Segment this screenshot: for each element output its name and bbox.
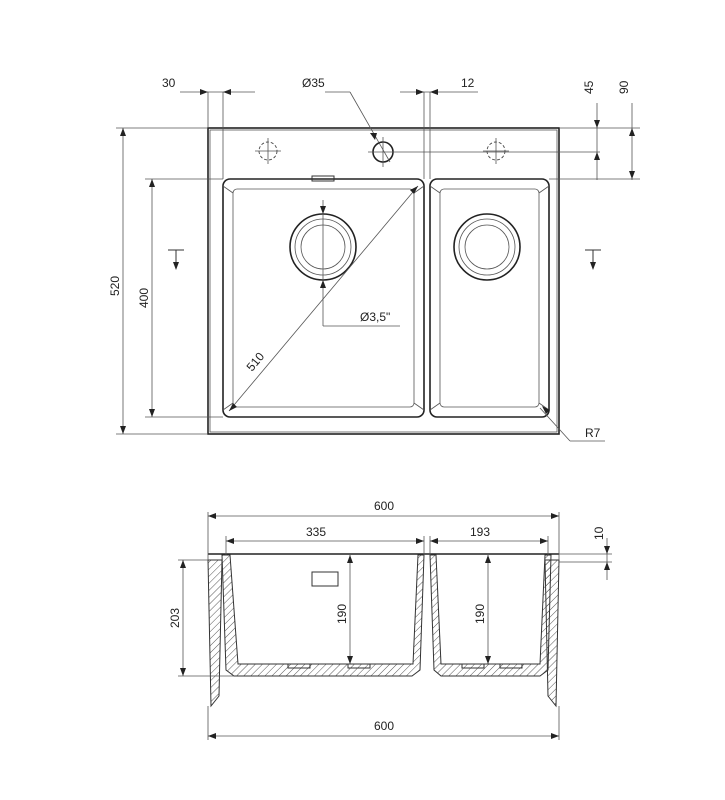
dim-hole-diameter: Ø35 <box>302 76 325 90</box>
large-bowl <box>222 175 425 418</box>
dim-bowl-small: 193 <box>470 525 490 539</box>
dim-rim: 10 <box>592 526 606 540</box>
dim-left-offset: 30 <box>162 76 176 90</box>
tap-hole-right <box>483 138 509 164</box>
tap-hole-center <box>368 137 398 167</box>
section-small-bowl <box>429 554 552 677</box>
dim-width-top: 600 <box>374 499 394 513</box>
dim-height-total: 520 <box>108 276 122 296</box>
overflow-slot <box>311 571 339 587</box>
tap-hole-left <box>255 138 281 164</box>
dim-45: 45 <box>582 80 596 94</box>
dim-height-bowl: 400 <box>137 288 151 308</box>
dim-drain: Ø3,5" <box>360 310 390 324</box>
dim-width-bottom: 600 <box>374 719 394 733</box>
dim-90: 90 <box>617 80 631 94</box>
top-view: 30 Ø35 12 45 90 520 <box>108 76 640 442</box>
dim-radius: R7 <box>585 426 601 440</box>
section-marker-left <box>168 249 184 270</box>
dim-depth-small: 190 <box>473 604 487 624</box>
section-large-bowl <box>221 554 425 677</box>
drain-small <box>453 213 521 281</box>
dim-depth-total: 203 <box>168 608 182 628</box>
section-left-wall <box>207 559 223 708</box>
sink-outline <box>207 127 560 435</box>
section-marker-right <box>585 249 601 270</box>
dim-bowl-large: 335 <box>306 525 326 539</box>
section-view: 600 335 193 10 203 190 <box>168 499 612 740</box>
dim-gap: 12 <box>461 76 475 90</box>
dim-diagonal: 510 <box>244 349 268 374</box>
dim-depth-large: 190 <box>335 604 349 624</box>
